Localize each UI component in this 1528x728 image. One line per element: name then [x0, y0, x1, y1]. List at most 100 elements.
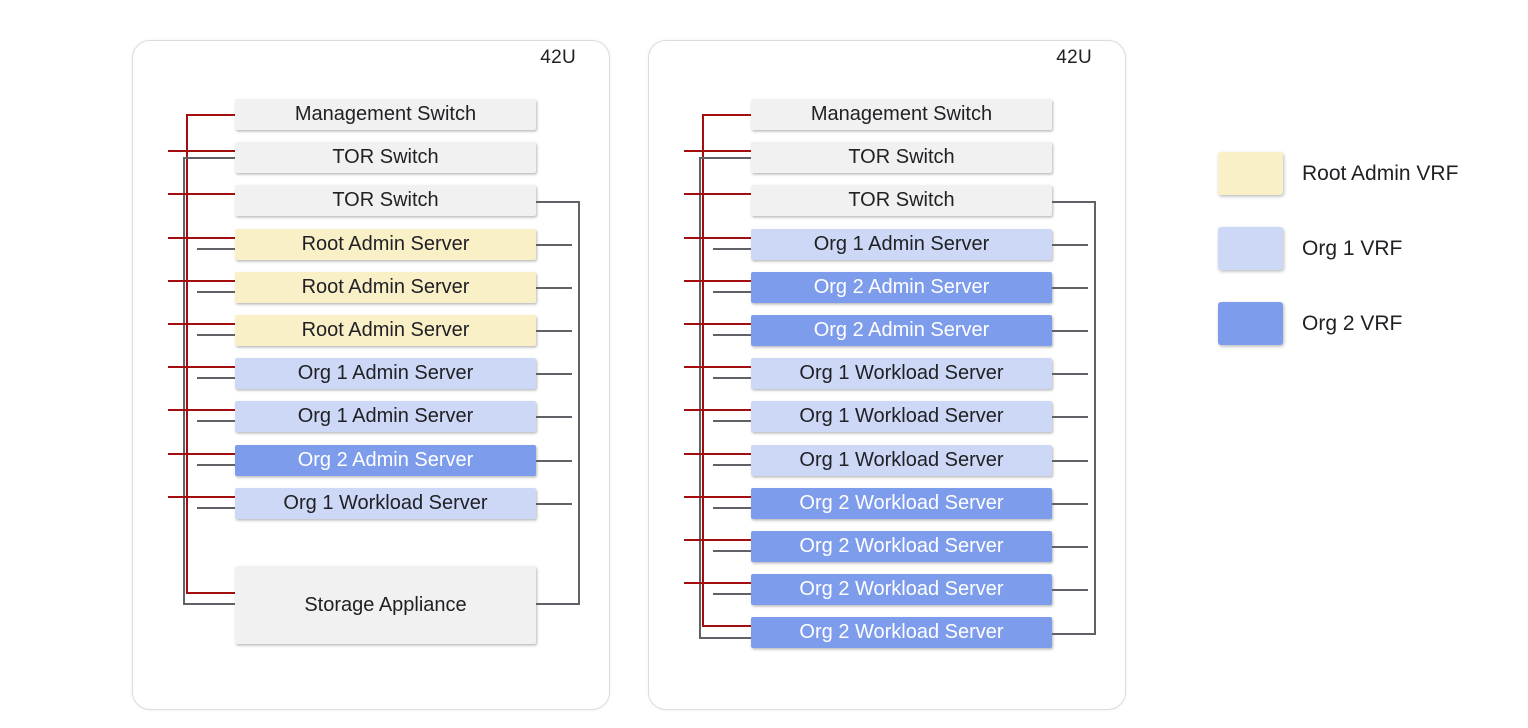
data-link: [700, 157, 751, 159]
mgmt-link: [168, 323, 235, 325]
mgmt-link: [168, 496, 235, 498]
mgmt-link: [168, 193, 235, 195]
unit-org-1-workload-server: Org 1 Workload Server: [235, 488, 536, 519]
mgmt-link: [684, 409, 751, 411]
mgmt-link: [684, 453, 751, 455]
data-network-trunk-right: [578, 201, 580, 605]
unit-org-1-workload-server: Org 1 Workload Server: [751, 445, 1052, 476]
mgmt-link: [684, 150, 751, 152]
data-network-trunk-right: [1094, 201, 1096, 635]
data-link: [713, 377, 751, 379]
legend-swatch-org2: [1218, 302, 1283, 345]
data-link: [1052, 589, 1088, 591]
mgmt-network-trunk: [702, 114, 704, 627]
data-link: [184, 157, 235, 159]
unit-root-admin-server: Root Admin Server: [235, 315, 536, 346]
mgmt-link: [684, 539, 751, 541]
legend-item-root: Root Admin VRF: [1218, 152, 1458, 195]
mgmt-link: [168, 150, 235, 152]
unit-tor-switch: TOR Switch: [235, 185, 536, 216]
unit-org-1-workload-server: Org 1 Workload Server: [751, 401, 1052, 432]
vrf-legend: Root Admin VRF Org 1 VRF Org 2 VRF: [1218, 152, 1458, 377]
unit-management-switch: Management Switch: [235, 99, 536, 130]
unit-org-1-admin-server: Org 1 Admin Server: [235, 358, 536, 389]
unit-org-1-admin-server: Org 1 Admin Server: [751, 229, 1052, 260]
data-link: [1052, 201, 1096, 203]
data-link: [713, 593, 751, 595]
mgmt-link: [684, 280, 751, 282]
mgmt-link: [684, 582, 751, 584]
mgmt-link: [684, 366, 751, 368]
data-link: [536, 330, 572, 332]
mgmt-link: [684, 323, 751, 325]
data-link: [536, 287, 572, 289]
mgmt-link: [187, 114, 235, 116]
data-link: [1052, 503, 1088, 505]
unit-root-admin-server: Root Admin Server: [235, 229, 536, 260]
data-link: [197, 507, 235, 509]
data-link: [536, 460, 572, 462]
data-link: [713, 420, 751, 422]
data-link: [713, 464, 751, 466]
legend-label: Root Admin VRF: [1302, 161, 1459, 185]
data-link: [713, 507, 751, 509]
data-link: [536, 416, 572, 418]
unit-storage-appliance: Storage Appliance: [235, 566, 536, 644]
data-link: [713, 334, 751, 336]
data-link: [197, 464, 235, 466]
data-link: [197, 248, 235, 250]
rack-2-capacity-label: 42U: [1056, 47, 1092, 68]
data-link: [1052, 244, 1088, 246]
mgmt-network-trunk: [186, 114, 188, 594]
data-link: [1052, 287, 1088, 289]
unit-org-2-admin-server: Org 2 Admin Server: [235, 445, 536, 476]
data-link: [197, 291, 235, 293]
unit-org-2-workload-server: Org 2 Workload Server: [751, 574, 1052, 605]
data-link: [1052, 416, 1088, 418]
data-link: [1052, 460, 1088, 462]
mgmt-link: [703, 114, 751, 116]
unit-tor-switch: TOR Switch: [751, 142, 1052, 173]
unit-tor-switch: TOR Switch: [751, 185, 1052, 216]
unit-org-2-admin-server: Org 2 Admin Server: [751, 315, 1052, 346]
legend-label: Org 2 VRF: [1302, 311, 1403, 335]
data-link: [713, 248, 751, 250]
data-link: [536, 244, 572, 246]
unit-root-admin-server: Root Admin Server: [235, 272, 536, 303]
unit-tor-switch: TOR Switch: [235, 142, 536, 173]
data-link: [713, 550, 751, 552]
legend-swatch-root: [1218, 152, 1283, 195]
mgmt-link: [684, 237, 751, 239]
data-link: [1052, 633, 1096, 635]
mgmt-link: [684, 193, 751, 195]
data-link: [197, 377, 235, 379]
legend-swatch-org1: [1218, 227, 1283, 270]
mgmt-link: [168, 280, 235, 282]
mgmt-link: [187, 592, 235, 594]
mgmt-link: [168, 237, 235, 239]
unit-org-1-admin-server: Org 1 Admin Server: [235, 401, 536, 432]
mgmt-link: [168, 366, 235, 368]
mgmt-link: [168, 409, 235, 411]
unit-management-switch: Management Switch: [751, 99, 1052, 130]
mgmt-link: [684, 496, 751, 498]
data-link: [700, 637, 751, 639]
data-link: [713, 291, 751, 293]
data-link: [197, 420, 235, 422]
data-link: [536, 503, 572, 505]
legend-label: Org 1 VRF: [1302, 236, 1403, 260]
unit-org-2-workload-server: Org 2 Workload Server: [751, 617, 1052, 648]
data-link: [184, 603, 235, 605]
unit-org-2-workload-server: Org 2 Workload Server: [751, 488, 1052, 519]
mgmt-link: [168, 453, 235, 455]
legend-item-org1: Org 1 VRF: [1218, 227, 1458, 270]
unit-org-1-workload-server: Org 1 Workload Server: [751, 358, 1052, 389]
rack-1-capacity-label: 42U: [540, 47, 576, 68]
legend-item-org2: Org 2 VRF: [1218, 302, 1458, 345]
data-network-trunk-left: [183, 157, 185, 605]
data-link: [536, 603, 580, 605]
data-link: [536, 201, 580, 203]
